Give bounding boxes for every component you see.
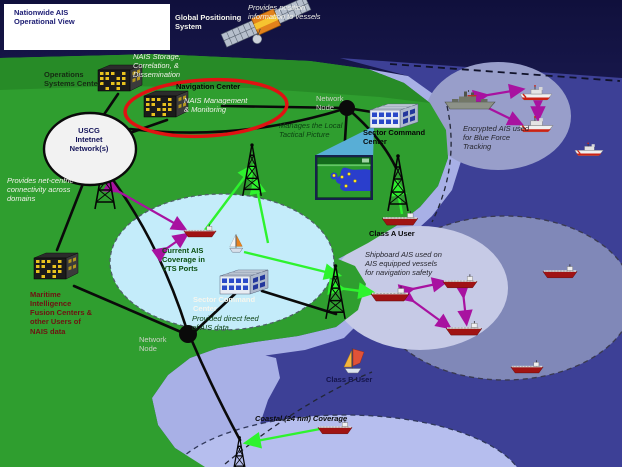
- network-node-icon: [179, 325, 197, 343]
- gps-label: Global Positioning System: [175, 13, 242, 32]
- facility-building-icon: [33, 252, 79, 280]
- page-title: Nationwide AIS Operational View: [4, 4, 170, 50]
- network-node-icon: [339, 100, 355, 116]
- coastal-coverage-label: Coastal (24 nm) Coverage: [255, 414, 348, 423]
- vts-coverage-label: Current AIS Coverage in VTS Ports: [162, 246, 205, 274]
- sector-south-note: Provided direct feed of AIS data: [192, 314, 259, 333]
- maritime-fusion-label: Maritime Intelligence Fusion Centers & o…: [30, 290, 93, 336]
- magenta-ais-arrows: [102, 83, 546, 330]
- tactical-display-icon: [315, 155, 373, 200]
- operations-systems-center-label: Operations Systems Center: [44, 70, 101, 89]
- class-b-user-label: Class B User: [326, 375, 373, 384]
- network-node-north-label: Network Node: [316, 94, 344, 113]
- office-building-icon: [369, 103, 419, 129]
- sector-command-south-label: Sector Command Center: [193, 295, 256, 314]
- tactical-feed-beam: [316, 126, 374, 161]
- sector-command-north-label: Sector Command Center: [363, 128, 426, 147]
- tactical-picture-note: Manages the Local Tactical Picture: [279, 121, 343, 140]
- blue-force-note: Encrypted AIS used for Blue Force Tracki…: [463, 124, 530, 152]
- coastal-coverage-ellipse: [172, 414, 518, 467]
- gps-satellite-icon: [220, 0, 312, 48]
- gps-note: Provides position information to vessels: [248, 3, 321, 22]
- nais-storage-note: NAIS Storage, Correlation, & Disseminati…: [133, 52, 181, 80]
- navigation-center-label: Navigation Center: [176, 82, 241, 91]
- network-node-south-label: Network Node: [139, 335, 167, 354]
- uscg-network-cloud: [42, 111, 138, 187]
- uscg-network-label: USCG Intetnet Network(s): [69, 126, 109, 154]
- navigation-center-note: NAIS Management & Monitoring: [184, 96, 248, 115]
- green-ais-arrows: [204, 163, 407, 449]
- facility-building-icon: [143, 90, 189, 118]
- peninsula-shore-water: [218, 266, 376, 361]
- class-a-user-label: Class A User: [369, 229, 415, 238]
- water-boundaries: [224, 105, 452, 465]
- office-building-icon: [219, 269, 269, 295]
- highlight-oval-icon: [123, 77, 289, 139]
- horizon-boundary: [389, 63, 621, 82]
- net-centric-note: Provides net-centric connectivity across…: [7, 176, 74, 204]
- shipboard-note: Shipboard AIS used on AIS equipped vesse…: [365, 250, 442, 278]
